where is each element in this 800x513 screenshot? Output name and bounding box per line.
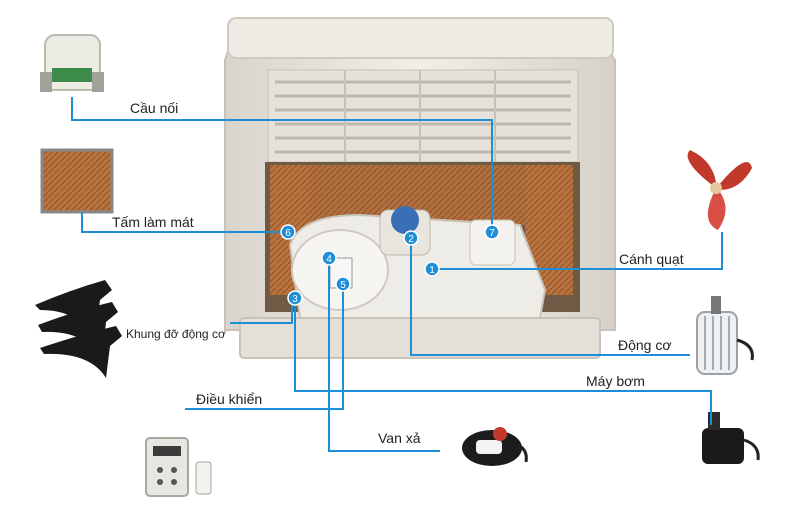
svg-text:4: 4 (326, 254, 332, 265)
motor-image (696, 296, 754, 375)
svg-text:6: 6 (285, 228, 291, 239)
svg-text:1: 1 (429, 265, 435, 276)
marker-6-pad: 6 (280, 224, 296, 240)
label-pump: Máy bơm (586, 373, 645, 389)
fan-blade-image (687, 150, 752, 230)
cooling-pad-image (40, 148, 114, 214)
air-cooler-unit (224, 17, 616, 359)
label-drain-valve: Van xả (378, 430, 421, 446)
svg-text:2: 2 (408, 234, 414, 245)
svg-text:3: 3 (292, 294, 298, 305)
controller-image (145, 437, 212, 497)
label-motor-bracket: Khung đỡ động cơ (126, 327, 226, 341)
connector-box-image (40, 34, 104, 92)
label-connector: Cầu nối (130, 100, 179, 116)
markers: 1 2 3 4 5 6 7 (280, 224, 500, 306)
label-controller: Điều khiển (196, 391, 263, 407)
svg-text:5: 5 (340, 280, 346, 291)
marker-2: 2 (403, 230, 419, 246)
marker-4: 4 (321, 250, 337, 266)
svg-text:7: 7 (489, 228, 495, 239)
marker-5-valve: 5 (335, 276, 351, 292)
drain-valve-image (462, 427, 528, 466)
marker-3: 3 (287, 290, 303, 306)
marker-7: 7 (484, 224, 500, 240)
louver-grille (267, 69, 579, 163)
label-fan-blade: Cánh quạt (619, 251, 684, 267)
label-cooling-pad: Tấm làm mát (112, 214, 194, 230)
label-motor: Động cơ (618, 337, 672, 353)
motor-bracket-image (35, 280, 122, 378)
marker-1: 1 (424, 261, 440, 277)
leader-lines (71, 97, 723, 452)
